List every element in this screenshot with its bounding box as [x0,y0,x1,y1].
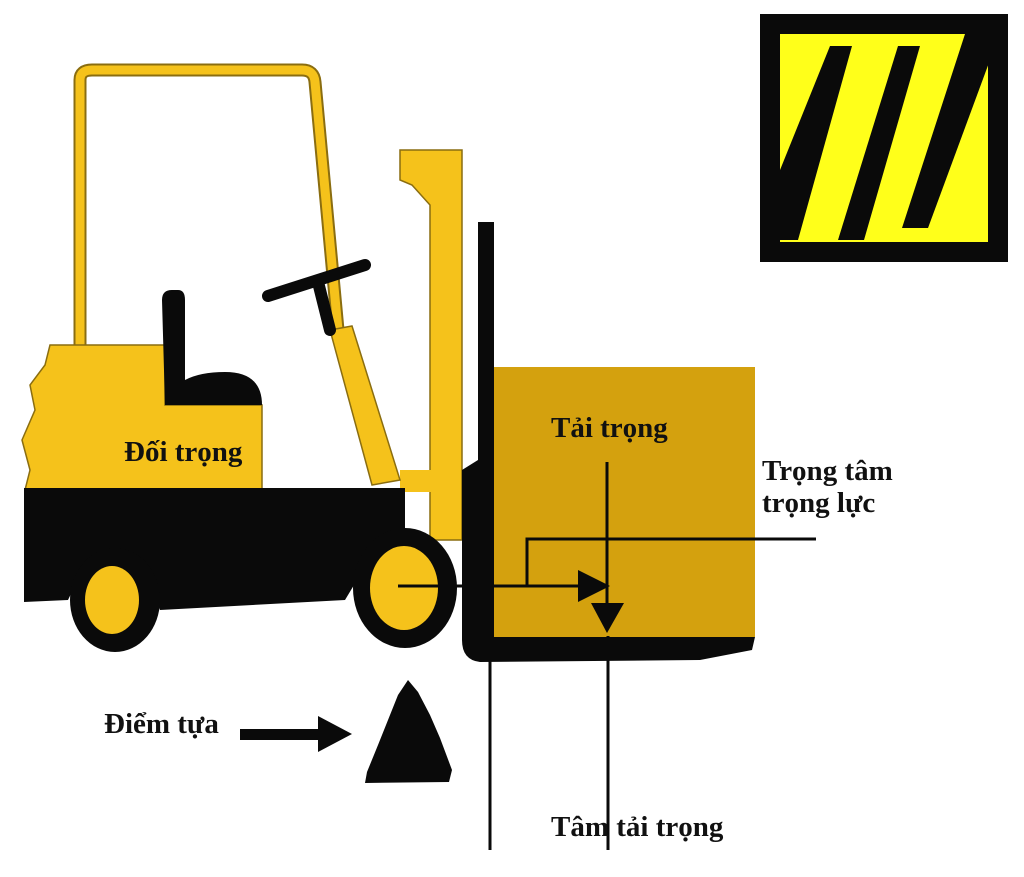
load-center-label: Tâm tải trọng [551,811,724,843]
center-of-gravity-label-line1: Trọng tâm [762,455,893,487]
load-label: Tải trọng [551,412,668,444]
arrow-right-icon [578,570,610,602]
arrow-down-icon [591,603,624,633]
rear-wheel [70,548,160,652]
hazard-stripes-icon [760,14,1008,262]
front-wheel [353,528,457,648]
center-of-gravity-label-line2: trọng lực [762,487,876,520]
counterweight-label: Đối trọng [124,436,243,468]
seat-icon [162,290,262,405]
cog-leader-line [525,537,816,586]
center-of-gravity-label: Trọng tâm trọng lực [762,455,893,520]
arrow-right-icon [318,716,352,752]
triangle-fulcrum-icon [365,680,452,783]
load-box [493,367,755,637]
steering-wheel-icon [262,259,371,336]
forks [462,222,755,662]
fulcrum-pointer-arrow [240,716,352,752]
mast [399,149,463,541]
steering-column [329,325,401,486]
overhead-guard [73,63,345,345]
chassis [24,488,405,610]
fulcrum-label: Điểm tựa [104,708,219,740]
